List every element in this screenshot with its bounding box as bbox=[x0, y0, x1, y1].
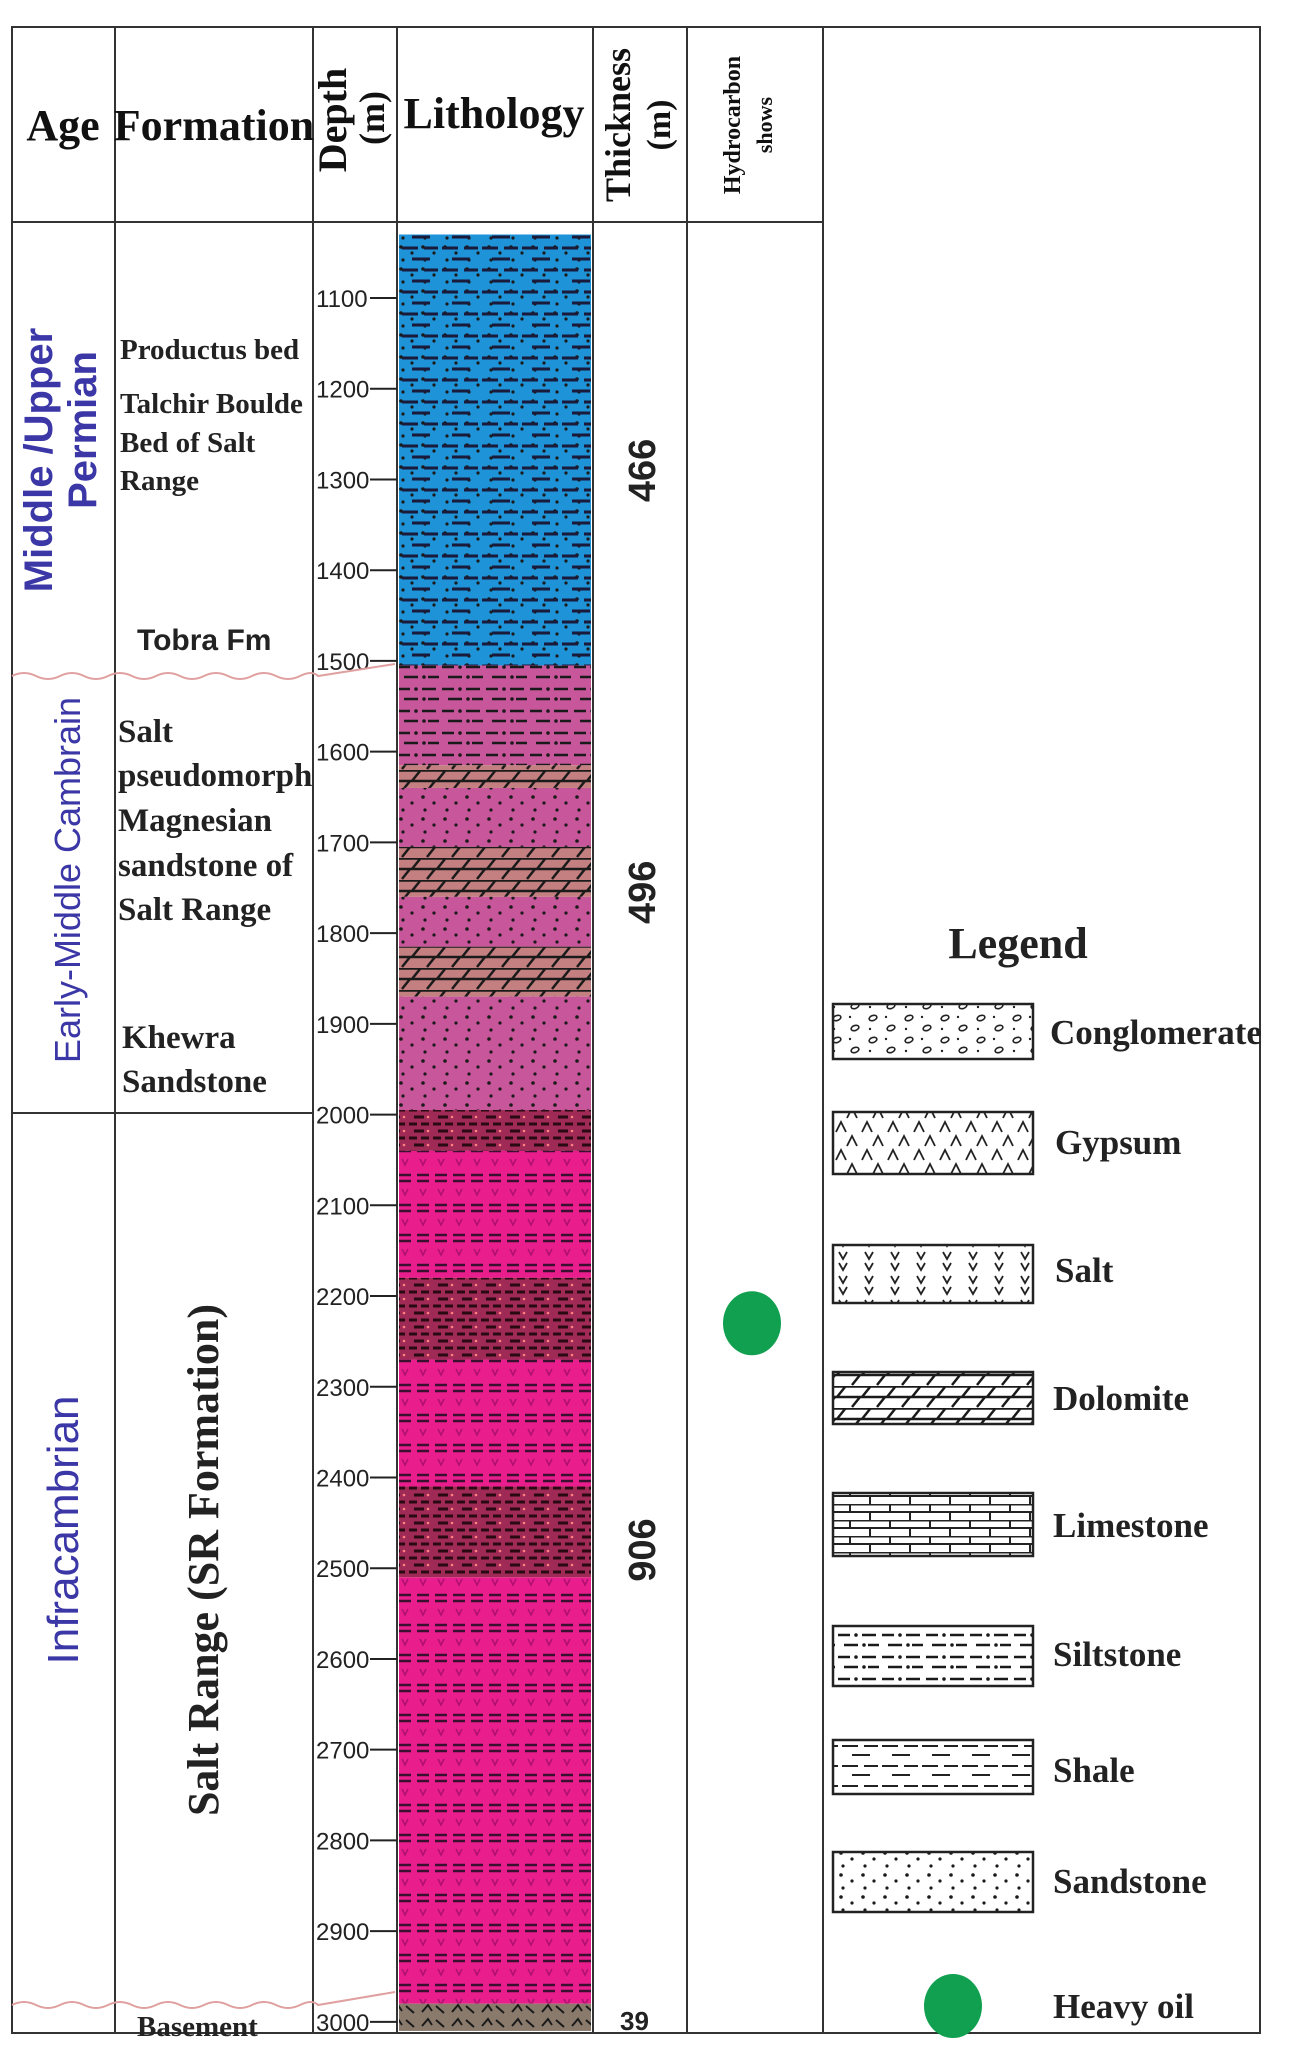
age-label-permian-2: Permian bbox=[61, 351, 105, 509]
lithology-pattern-dolomite bbox=[399, 946, 591, 997]
depth-tick-label: 2600 bbox=[316, 1647, 369, 1674]
legend-label-heavy-oil: Heavy oil bbox=[1053, 1987, 1194, 2026]
depth-tick-label: 2200 bbox=[316, 1284, 369, 1311]
thickness-label: 906 bbox=[622, 1518, 664, 1581]
depth-tick-label: 2100 bbox=[316, 1193, 369, 1220]
thickness-label: 39 bbox=[620, 2006, 649, 2036]
depth-tick-label: 2700 bbox=[316, 1738, 369, 1765]
legend-label-dolomite: Dolomite bbox=[1053, 1379, 1189, 1418]
lithology-column bbox=[399, 234, 591, 2031]
age-label-permian-1: Middle /Upper bbox=[17, 328, 61, 592]
depth-tick-label: 1200 bbox=[316, 377, 369, 404]
legend-item-limestone: Limestone bbox=[831, 1491, 1209, 1558]
formation-talchir-3: Range bbox=[120, 465, 199, 497]
depth-tick-label: 1400 bbox=[316, 558, 369, 585]
legend-item-sandstone: Sandstone bbox=[831, 1850, 1207, 1914]
lithology-pattern-shale-sand bbox=[399, 234, 591, 666]
formation-magnesian-2: sandstone of bbox=[118, 848, 294, 884]
header-hydrocarbon: Hydrocarbon bbox=[720, 56, 746, 194]
hydrocarbon-show-heavy-oil bbox=[723, 1291, 781, 1356]
lithology-pattern-salt-marl bbox=[399, 1577, 591, 2004]
formation-khewra-1: Khewra bbox=[122, 1020, 236, 1056]
depth-tick-label: 2000 bbox=[316, 1103, 369, 1130]
header-depth-unit: (m) bbox=[352, 91, 392, 145]
age-label-infracambrian: Infracambrian bbox=[39, 1395, 88, 1664]
legend-item-salt: Salt bbox=[831, 1243, 1114, 1305]
depth-tick-label: 1100 bbox=[316, 286, 368, 313]
lithology-pattern-sandstone bbox=[399, 787, 591, 847]
lithology-pattern-dolomite bbox=[399, 846, 591, 897]
legend-item-gypsum: Gypsum bbox=[831, 1110, 1181, 1176]
header-thickness: Thickness bbox=[598, 48, 638, 202]
depth-tick-label: 2800 bbox=[316, 1828, 369, 1855]
lithology-pattern-dark bbox=[399, 1110, 591, 1151]
depth-tick-label: 2300 bbox=[316, 1375, 369, 1402]
depth-tick-label: 3000 bbox=[316, 2010, 369, 2037]
legend-label-conglomerate: Conglomerate bbox=[1050, 1013, 1262, 1052]
formation-magnesian-1: Magnesian bbox=[118, 803, 272, 839]
lithology-pattern-salt-marl bbox=[399, 1359, 591, 1487]
header-formation: Formation bbox=[114, 101, 314, 150]
legend-item-shale: Shale bbox=[831, 1738, 1135, 1796]
legend-item-dolomite: Dolomite bbox=[831, 1370, 1189, 1426]
formation-talchir: Talchir Boulde bbox=[120, 388, 303, 420]
formation-labels: Productus bed Talchir Boulde Bed of Salt… bbox=[118, 334, 312, 2043]
depth-tick-label: 1700 bbox=[316, 830, 369, 857]
depth-tick-label: 2900 bbox=[316, 1919, 369, 1946]
unconformity-line bbox=[11, 1991, 396, 2009]
depth-tick-label: 1800 bbox=[316, 921, 369, 948]
depth-tick-label: 1900 bbox=[316, 1012, 369, 1039]
figure-frame bbox=[11, 26, 1261, 2034]
legend-label-limestone: Limestone bbox=[1053, 1506, 1209, 1545]
formation-tobra: Tobra Fm bbox=[137, 624, 271, 657]
header-age: Age bbox=[26, 101, 99, 150]
column-grid bbox=[12, 27, 824, 2033]
header-lithology: Lithology bbox=[404, 89, 585, 138]
lithology-pattern-siltstone bbox=[399, 665, 591, 766]
legend-label-gypsum: Gypsum bbox=[1055, 1123, 1181, 1162]
formation-salt-pseudomorph-2: pseudomorph bbox=[118, 758, 312, 794]
header-hydrocarbon-shows: shows bbox=[752, 96, 777, 153]
legend-title: Legend bbox=[948, 919, 1087, 968]
depth-axis: 1100120013001400150016001700180019002000… bbox=[316, 286, 397, 2037]
legend-item-heavy-oil: Heavy oil bbox=[924, 1974, 1194, 2038]
age-label-cambrian: Early-Middle Cambrain bbox=[47, 697, 88, 1063]
lithology-pattern-salt-marl bbox=[399, 1150, 591, 1278]
lithology-pattern-basement bbox=[399, 2003, 591, 2031]
age-boundaries bbox=[11, 663, 396, 2009]
thickness-label: 496 bbox=[622, 861, 664, 924]
depth-tick-label: 1600 bbox=[316, 740, 369, 767]
formation-talchir-2: Bed of Salt bbox=[120, 427, 256, 459]
thickness-label: 466 bbox=[622, 439, 664, 502]
formation-productus: Productus bed bbox=[120, 334, 299, 366]
legend-item-siltstone: Siltstone bbox=[831, 1624, 1181, 1688]
formation-magnesian-3: Salt Range bbox=[118, 892, 271, 928]
lithology-pattern-sandstone bbox=[399, 896, 591, 947]
formation-salt-pseudomorph-1: Salt bbox=[118, 714, 173, 750]
formation-salt-range: Salt Range (SR Formation) bbox=[179, 1304, 228, 1816]
header-depth: Depth bbox=[310, 68, 355, 172]
depth-tick-label: 2500 bbox=[316, 1556, 369, 1583]
formation-khewra-2: Sandstone bbox=[122, 1064, 267, 1100]
age-labels: Middle /Upper Permian Early-Middle Cambr… bbox=[17, 328, 105, 1665]
depth-tick-label: 1300 bbox=[316, 467, 369, 494]
column-headers: Age Formation Depth (m) Lithology Thickn… bbox=[26, 48, 777, 202]
formation-basement: Basement bbox=[137, 2011, 258, 2043]
legend-label-siltstone: Siltstone bbox=[1053, 1635, 1181, 1674]
lithology-pattern-dark bbox=[399, 1277, 591, 1360]
legend-item-conglomerate: Conglomerate bbox=[831, 1002, 1262, 1061]
legend-label-shale: Shale bbox=[1053, 1751, 1135, 1790]
lithology-pattern-dolomite bbox=[399, 765, 591, 788]
lithology-pattern-sandstone bbox=[399, 996, 591, 1111]
lithology-pattern-dark bbox=[399, 1486, 591, 1578]
unconformity-line bbox=[11, 663, 396, 680]
legend-label-sandstone: Sandstone bbox=[1053, 1862, 1207, 1901]
heavy-oil-symbol bbox=[924, 1974, 982, 2038]
header-thickness-unit: (m) bbox=[641, 100, 678, 151]
legend-label-salt: Salt bbox=[1055, 1251, 1114, 1290]
thickness-labels: 466 496 906 39 bbox=[620, 439, 664, 2036]
legend: Conglomerate Gypsum Salt Dolomite Limest… bbox=[831, 1002, 1262, 2038]
depth-tick-label: 2400 bbox=[316, 1465, 369, 1492]
